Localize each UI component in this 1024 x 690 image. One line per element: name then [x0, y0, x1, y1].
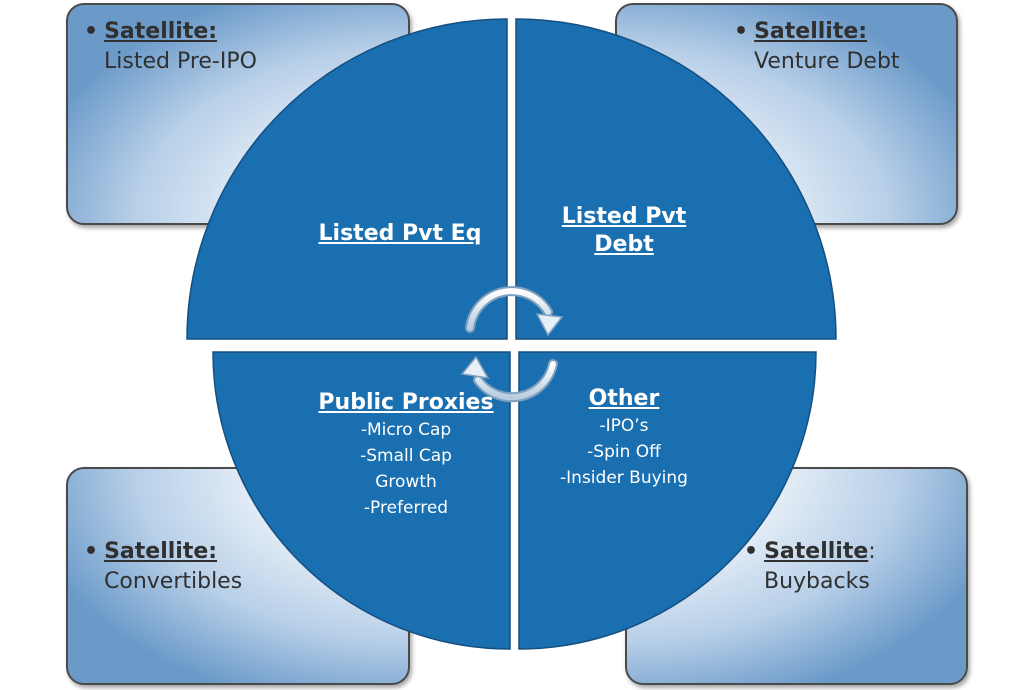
satellite-item: Venture Debt [754, 49, 900, 74]
satellite-header: Satellite: [104, 19, 218, 44]
bullet-icon: • [84, 539, 99, 564]
satellite-bottom-left: •Satellite: Convertibles [84, 537, 242, 597]
quadrant-top-right [515, 18, 837, 340]
satellite-top-right: •Satellite: Venture Debt [734, 17, 900, 77]
satellite-header: Satellite: [104, 539, 218, 564]
bullet-icon: • [734, 19, 749, 44]
quadrant-title: Other [588, 386, 660, 411]
quadrant-line: Growth [375, 472, 437, 492]
quadrant-bottom-right-label: Other -IPO’s -Spin Off -Insider Buying [524, 385, 724, 491]
satellite-item: Convertibles [104, 569, 243, 594]
quadrant-line: -Insider Buying [560, 468, 688, 488]
quadrant-bottom-right [518, 351, 817, 650]
satellite-item: Listed Pre-IPO [104, 49, 257, 74]
cycle-arrow-top-icon [465, 286, 564, 337]
satellite-item: Buybacks [764, 569, 870, 594]
satellite-bottom-right: •Satellite: Buybacks [744, 537, 876, 597]
quadrant-top-right-label: Listed Pvt Debt [524, 203, 724, 259]
satellite-top-left: •Satellite: Listed Pre-IPO [84, 17, 257, 77]
quadrant-line: -Spin Off [587, 442, 661, 462]
quadrant-line: -IPO’s [599, 416, 649, 436]
satellite-header-suffix: : [868, 539, 876, 564]
quadrant-title: Listed Pvt Eq [318, 221, 482, 246]
quadrant-bottom-left-label: Public Proxies -Micro Cap -Small Cap Gro… [306, 389, 506, 521]
quadrant-title: Public Proxies [318, 390, 494, 415]
quadrant-top-left-label: Listed Pvt Eq [300, 220, 500, 248]
cycle-arrow-bottom-icon [460, 355, 558, 403]
quadrant-line: -Small Cap [360, 446, 452, 466]
bullet-icon: • [744, 539, 759, 564]
satellite-header: Satellite: [754, 19, 868, 44]
bullet-icon: • [84, 19, 99, 44]
quadrant-title: Debt [594, 232, 654, 257]
quadrant-line: -Micro Cap [360, 420, 452, 440]
quadrant-title: Listed Pvt [561, 204, 687, 229]
quadrant-bottom-left [212, 351, 511, 650]
quadrant-line: -Preferred [363, 498, 449, 518]
satellite-header: Satellite [764, 539, 869, 564]
quadrant-top-left [186, 18, 508, 340]
